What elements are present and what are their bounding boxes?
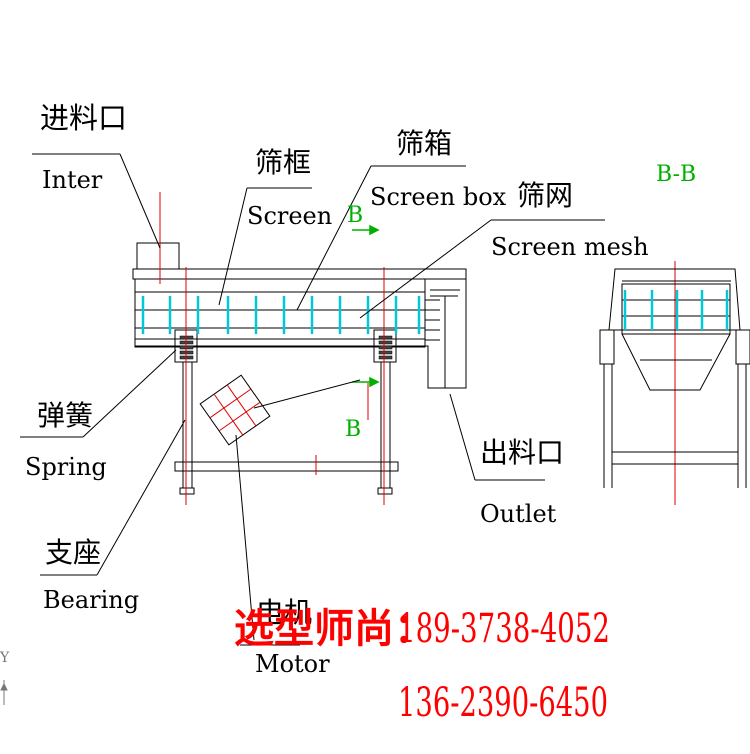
spring-label-en: Spring [25, 453, 107, 481]
section-marker-label: B-B [656, 162, 696, 187]
screen-frame-label-zh: 筛框 [255, 146, 311, 179]
outlet-label-zh: 出料口 [480, 436, 564, 469]
contact-title: 选型师尚： [234, 605, 434, 652]
section-arrows [352, 224, 380, 388]
screen-mesh-label-zh: 筛网 [517, 179, 573, 212]
right-spring-seat [373, 329, 397, 363]
bearing-label-zh: 支座 [45, 536, 101, 569]
section-mesh-markers [623, 290, 729, 330]
screen-mesh-label-en: Screen mesh [491, 233, 649, 261]
motor-label-zh: 电机 [256, 596, 312, 629]
contact-phone-2: 136-2390-6450 [398, 680, 608, 726]
motor [199, 374, 271, 446]
inlet-label-en: Inter [42, 166, 103, 194]
screen-box-label-zh: 筛箱 [396, 127, 452, 160]
contact-phone-1: 189-3738-4052 [398, 606, 610, 652]
corner-mark-label: Y [0, 650, 10, 666]
motor-label-en: Motor [255, 650, 330, 678]
front-view [132, 242, 467, 495]
section-b-bottom: B [345, 417, 361, 442]
spring-label-zh: 弹簧 [37, 399, 93, 432]
section-b-top: B [347, 203, 363, 228]
feed-inlet [136, 242, 180, 270]
leader-lines [20, 153, 605, 646]
base-crossbeam [174, 461, 399, 472]
corner-mark [0, 680, 8, 705]
screen-box-label-en: Screen box [370, 183, 507, 211]
screen-frame-label-en: Screen [247, 202, 332, 230]
top-cover [132, 268, 467, 280]
outlet-label-en: Outlet [480, 500, 557, 528]
inlet-label-zh: 进料口 [40, 101, 127, 135]
bearing-label-en: Bearing [43, 586, 139, 614]
outlet-chute [425, 278, 467, 389]
screen-mesh-markers [141, 296, 421, 334]
